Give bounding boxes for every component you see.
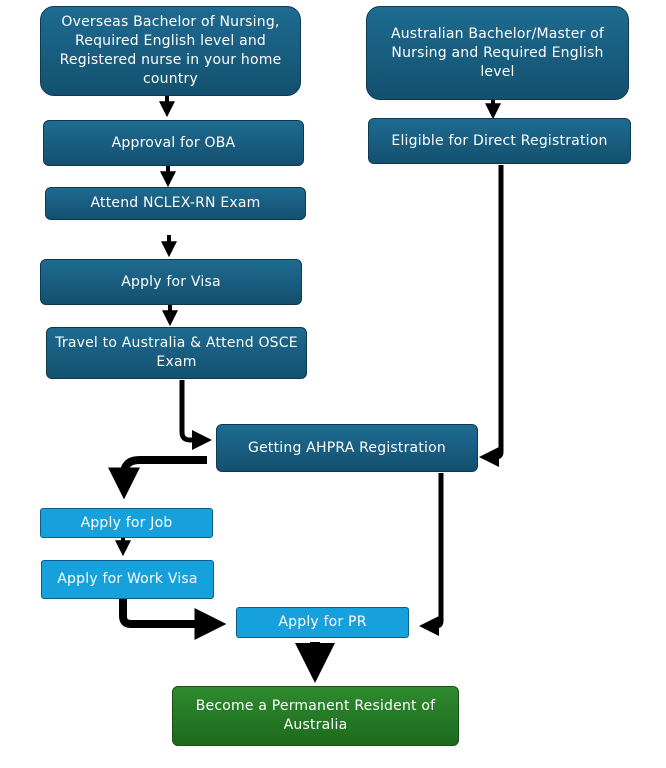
node-apply-work-visa: Apply for Work Visa [41, 560, 214, 599]
node-australian-nursing: Australian Bachelor/Master of Nursing an… [366, 6, 629, 100]
arrow-travel-to-ahpra [179, 380, 212, 450]
arrow-workvisa-to-pr [119, 596, 227, 640]
node-ahpra-registration: Getting AHPRA Registration [216, 424, 478, 472]
arrow-direct-to-ahpra [479, 165, 504, 467]
node-apply-pr: Apply for PR [236, 607, 409, 638]
node-apply-job: Apply for Job [40, 508, 213, 538]
arrow-ahpra-to-pr [419, 473, 444, 636]
node-nclex-exam: Attend NCLEX-RN Exam [45, 187, 306, 220]
node-approval-oba: Approval for OBA [43, 120, 304, 166]
node-travel-osce: Travel to Australia & Attend OSCE Exam [46, 327, 307, 379]
node-apply-visa: Apply for Visa [40, 259, 302, 305]
node-overseas-nursing: Overseas Bachelor of Nursing, Required E… [40, 6, 301, 96]
arrow-ahpra-to-job [108, 456, 207, 500]
node-permanent-resident: Become a Permanent Resident of Australia [172, 686, 459, 746]
node-direct-registration: Eligible for Direct Registration [368, 118, 631, 164]
